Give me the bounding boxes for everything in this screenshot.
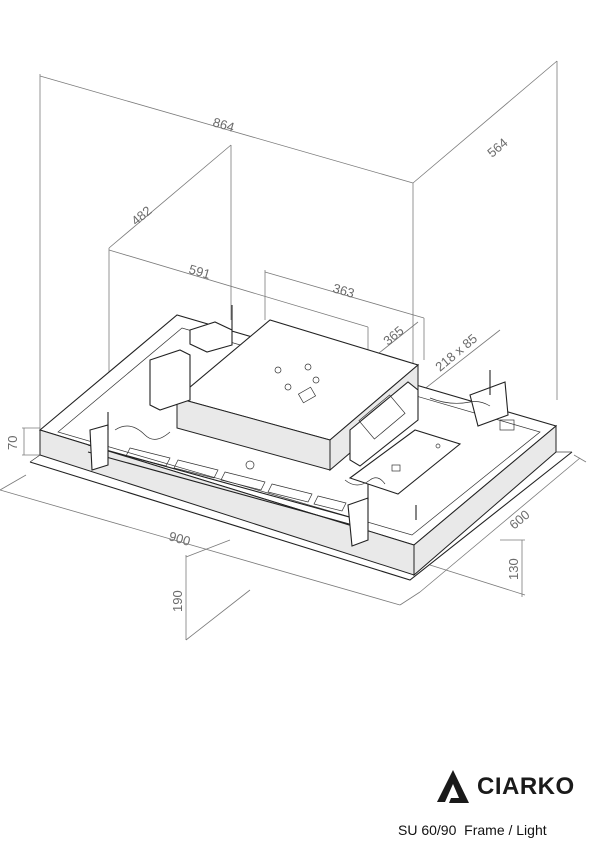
dim-482: 482 (128, 203, 154, 228)
front-slots (87, 444, 361, 528)
dim-70: 70 (5, 436, 20, 450)
mounting-brackets (89, 305, 515, 547)
dim-218x85: 218 x 85 (432, 331, 480, 375)
dim-564: 564 (484, 135, 510, 160)
dim-591: 591 (187, 261, 212, 281)
hood-body (29, 305, 573, 581)
dim-363: 363 (331, 280, 356, 300)
dim-365: 365 (380, 323, 406, 348)
dim-130: 130 (506, 558, 521, 580)
model-caption: SU 60/90 Frame / Light (398, 822, 547, 838)
dim-190: 190 (170, 590, 185, 612)
dim-600: 600 (506, 507, 532, 532)
dim-900: 900 (167, 528, 192, 548)
brand-name: CIARKO (477, 773, 575, 800)
ciarko-logo-icon (437, 770, 469, 803)
dim-864: 864 (211, 114, 236, 134)
